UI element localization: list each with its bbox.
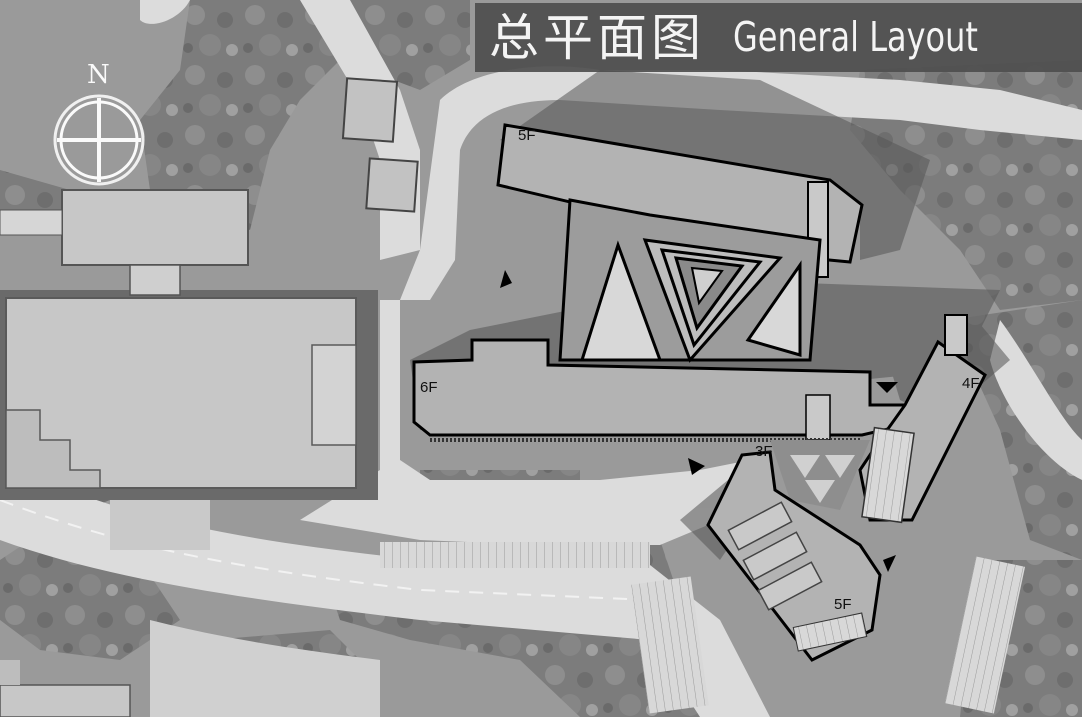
floor-label-north-wing: 5F	[518, 127, 536, 144]
east-wing	[858, 314, 987, 524]
floor-label-south-wing: 5F	[834, 596, 852, 613]
entrance-arrow-icon	[688, 458, 705, 475]
entrance-arrow-icon	[500, 270, 512, 288]
parking-strip	[631, 576, 709, 714]
plaza	[770, 440, 870, 510]
entrance-arrow-icon	[876, 382, 898, 393]
page-title-en: General Layout	[733, 13, 978, 61]
page-title-cn: 总平面图	[489, 8, 705, 67]
floor-label-east-wing: 4F	[962, 375, 980, 392]
road-marking	[0, 499, 651, 601]
parking-strip	[380, 542, 650, 568]
floor-label-link-block: 3F	[755, 443, 773, 460]
entrance-markers	[500, 270, 898, 572]
atrium-courtyard	[558, 198, 822, 363]
main-bar	[412, 338, 940, 442]
title-band: 总平面图 General Layout	[475, 3, 1082, 72]
north-label: N	[87, 60, 110, 90]
floor-label-main-bar: 6F	[420, 379, 438, 396]
parking-strip	[944, 556, 1026, 714]
existing-buildings	[0, 77, 419, 717]
entrance-arrow-icon	[883, 555, 896, 572]
north-arrow-icon	[53, 94, 145, 186]
south-wing	[706, 450, 882, 662]
